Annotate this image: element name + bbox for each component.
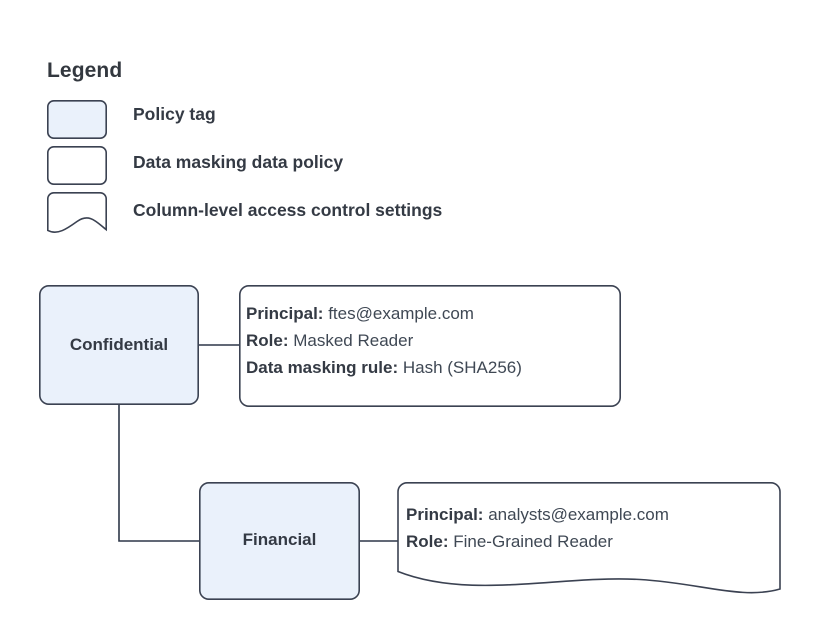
node-label-financial: Financial [242,530,317,549]
policy-row-value: analysts@example.com [488,505,669,524]
policy-row-value: ftes@example.com [328,304,474,323]
policy-row-value: Fine-Grained Reader [453,532,613,551]
legend-swatch-column-access-settings [47,192,107,233]
policy-row-key: Role: [406,532,449,551]
policy-row: Data masking rule: Hash (SHA256) [246,354,522,381]
policy-row-value: Hash (SHA256) [402,358,522,377]
legend-label-data-masking-policy: Data masking data policy [133,152,344,172]
legend-title: Legend [47,59,123,82]
policy-row: Principal: analysts@example.com [406,501,669,528]
node-label-confidential: Confidential [69,335,169,354]
policy-row: Role: Masked Reader [246,327,522,354]
legend-swatch-data-masking-policy [46,146,108,186]
legend-swatch-policy-tag [46,100,108,140]
policy-row-key: Principal: [406,505,484,524]
legend-label-policy-tag: Policy tag [133,104,216,124]
policy-row-key: Role: [246,331,289,350]
legend-label-column-access-settings: Column-level access control settings [133,200,443,220]
policy-row: Principal: ftes@example.com [246,300,522,327]
policy-row: Role: Fine-Grained Reader [406,528,669,555]
policy-box-masking-policy-text: Principal: ftes@example.com Role: Masked… [246,300,522,381]
policy-row-value: Masked Reader [293,331,414,350]
policy-box-column-access-settings-text: Principal: analysts@example.com Role: Fi… [406,501,669,555]
connector-confidential-to-financial [118,405,199,542]
policy-row-key: Principal: [246,304,324,323]
policy-row-key: Data masking rule: [246,358,399,377]
